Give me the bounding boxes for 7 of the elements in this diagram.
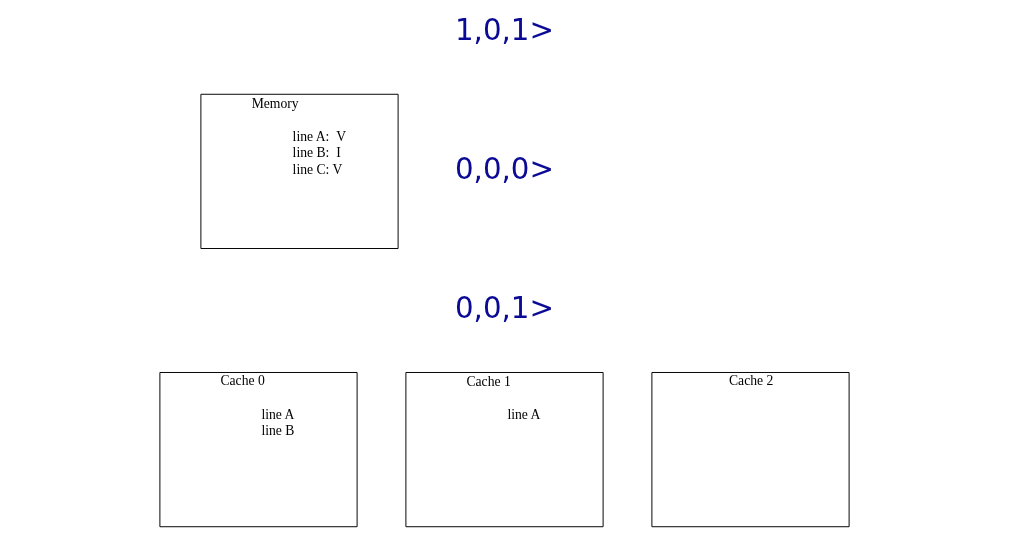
node-box: Cache 2 <box>651 372 850 528</box>
label: 0,0,0> <box>455 151 554 186</box>
node-box: Cache 1 line A <box>405 372 604 528</box>
label: 1,0,1> <box>455 12 554 47</box>
label: 0,0,1> <box>455 290 554 325</box>
node-box: Memory line A: V line B: I line C: V <box>200 93 399 249</box>
node-box: Cache 0 line A line B <box>159 372 358 528</box>
